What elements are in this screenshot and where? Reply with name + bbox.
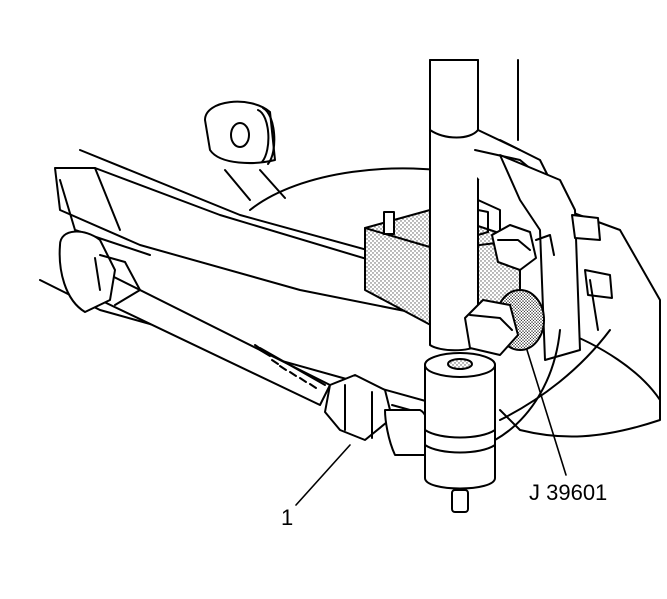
knuckle-housing-arc: [494, 329, 561, 441]
right-studs: [571, 214, 613, 331]
leader-part-1: [295, 444, 351, 506]
upper-bolt: [491, 224, 555, 271]
callout-part-1-label: 1: [281, 505, 294, 530]
lower-bolt: [464, 289, 545, 356]
tie-rod: [99, 274, 331, 406]
jam-nut: [324, 374, 429, 441]
callout-tool-label: J 39601: [529, 480, 608, 505]
tool-cylinder: [424, 352, 496, 513]
upper-bracket: [204, 100, 286, 201]
leader-tool: [526, 349, 567, 476]
tie-rod-inner-end: [58, 230, 141, 313]
strut-bracket: [477, 154, 581, 361]
tie-rod-outer-end: [384, 409, 431, 456]
